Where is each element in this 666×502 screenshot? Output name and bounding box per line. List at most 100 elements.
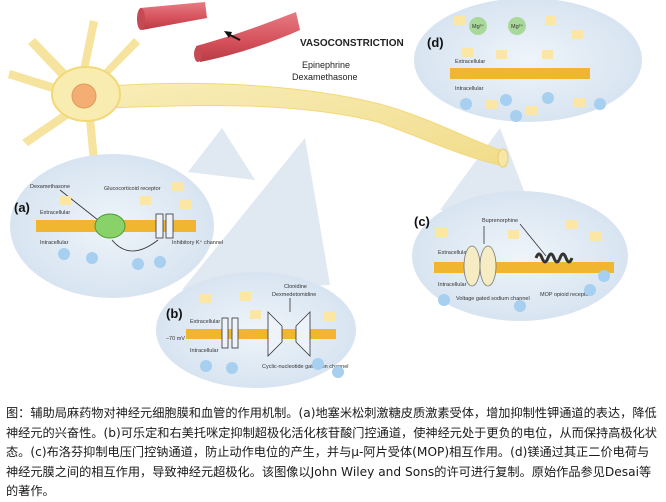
voltage-label: –70 mV [166,336,185,342]
k-ion [598,270,610,282]
k-channel [165,213,174,239]
k-ion [514,300,526,312]
na-ion [240,292,251,301]
intracellular-label: Intracellular [40,240,69,246]
na-ion [496,50,507,59]
panel-letter-b: (b) [166,306,183,321]
extracellular-label: Extracellular [438,250,468,256]
k-ions-b [200,358,344,378]
extracellular-label: Extracellular [40,210,70,216]
membrane [434,262,614,273]
k-ion [154,256,166,268]
neuron [8,20,509,168]
inset-c: (c) Buprenorphine Extracellular Intracel… [412,191,628,321]
k-ions-d [460,92,606,122]
k-ion [226,362,238,374]
k-channel [155,213,164,239]
panel-letter-a: (a) [14,200,30,215]
drug-label-c: Buprenorphine [482,218,518,224]
na-ion [180,200,191,209]
na-ion [454,16,465,25]
k-ion [500,94,512,106]
mg-label: Mg²⁺ [511,23,523,30]
receptor-label-a: Glucocorticoid receptor [104,186,161,192]
na-ion [60,196,71,205]
dendrite [8,70,62,94]
na-ion [545,16,556,25]
na-ion [462,48,473,57]
k-ions-c [438,270,610,312]
mop-receptor [534,252,574,264]
k-ion [312,358,324,370]
blood-vessels: VASOCONSTRICTION Epinephrine Dexamethaso… [137,2,404,82]
sodium-channel [463,245,481,287]
extracellular-label: Extracellular [455,59,485,65]
channel-label-a: Inhibitory K⁺ channel [172,239,223,246]
na-ion [172,182,183,191]
hcn-channel [295,311,311,357]
k-ion [86,252,98,264]
nucleus [71,83,97,109]
membrane [450,68,590,79]
k-ion [332,366,344,378]
drug-label-dexamethasone: Dexamethasone [292,72,358,82]
na-ion [250,310,261,319]
drug-label-epinephrine: Epinephrine [302,60,350,70]
panel-letter-c: (c) [414,214,430,229]
na-ion [436,228,447,237]
drug-label-dexmedetomidine: Dexmedetomidine [272,292,316,298]
inset-a: (a) Dexamethasone Glucocorticoid recepto… [10,154,223,298]
na-ions-c [436,220,601,241]
intracellular-label: Intracellular [190,348,219,354]
k-ion [58,248,70,260]
dendrite [28,38,70,82]
figure-caption: 图：辅助局麻药物对神经元细胞膜和血管的作用机制。(a)地塞米松刺激糖皮质激素受体… [6,406,657,498]
mop-receptor-label: MOP opioid receptor [540,292,591,298]
dendrite [86,118,98,162]
k-ion [584,284,596,296]
k-ion [542,92,554,104]
k-ion [510,110,522,122]
axon-terminal [497,148,509,168]
na-ion [574,98,585,107]
mg-label: Mg²⁺ [472,23,484,30]
inset-b: (b) Clonidine Dexmedetomidine –70 mV Ext… [156,272,356,388]
vessel-segment-2 [196,12,300,62]
na-ion [508,230,519,239]
intracellular-label: Intracellular [455,86,484,92]
panel-letter-d: (d) [427,35,444,50]
na-ion [590,232,601,241]
sodium-channel [479,245,497,287]
k-ion [132,258,144,270]
na-ion [572,30,583,39]
na-ion [566,220,577,229]
extracellular-label: Extracellular [190,319,220,325]
drug-label-a: Dexamethasone [30,184,70,190]
inset-d: (d) Mg²⁺ Mg²⁺ Extracellular Intracellula… [414,0,642,122]
na-ions-a [60,182,191,209]
hcn-channel [267,311,283,357]
drug-label-clonidine: Clonidine [284,284,307,290]
na-ion [526,106,537,115]
na-ion [542,50,553,59]
dendrite [22,110,72,146]
na-ion [486,100,497,109]
mg-ion [469,17,487,35]
sodium-channel-label: Voltage gated sodium channel [456,296,530,302]
channel-label-b: Cyclic-nucleotide gated ion channel [262,364,349,370]
vessel-segment-1 [140,2,207,30]
k-ion [438,294,450,306]
membrane [186,329,336,339]
intracellular-label: Intracellular [438,282,467,288]
k-ion [594,98,606,110]
vessel-label: VASOCONSTRICTION [300,38,404,49]
mechanism-figure: VASOCONSTRICTION Epinephrine Dexamethaso… [8,0,642,388]
k-ions-a [58,248,166,270]
mg-ion [508,17,526,35]
na-ion [200,294,211,303]
na-ion [140,196,151,205]
na-ions-d [454,16,585,115]
na-ions-b [200,292,335,321]
k-ion [200,360,212,372]
